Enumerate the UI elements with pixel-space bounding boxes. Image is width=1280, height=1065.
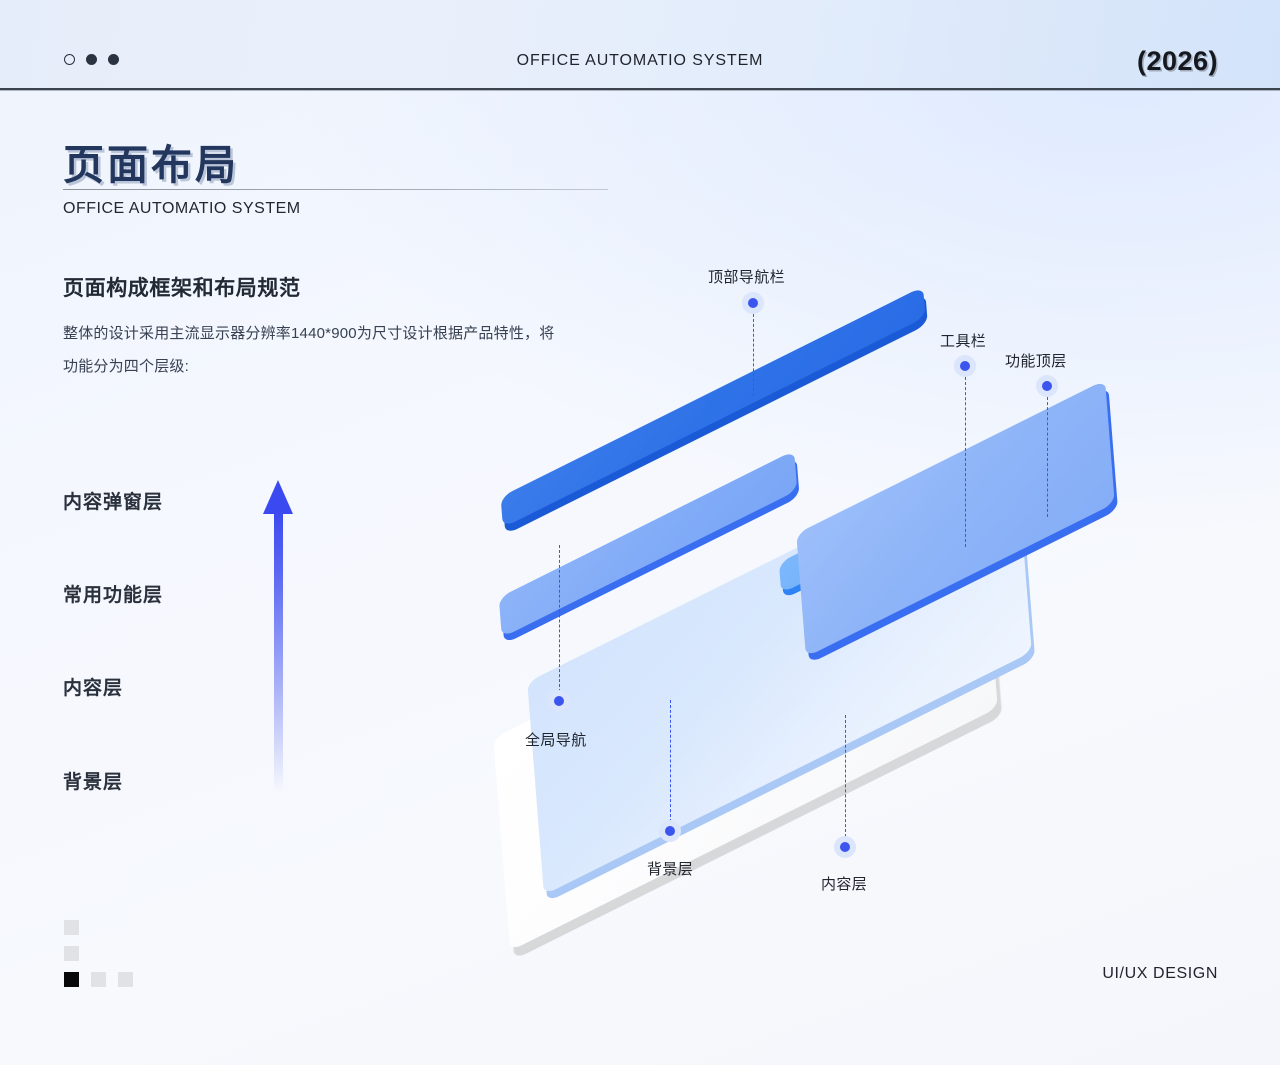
callout-dot-icon bbox=[742, 292, 764, 314]
layer-label-popup: 内容弹窗层 bbox=[63, 492, 164, 513]
window-dots bbox=[64, 54, 119, 65]
dot-solid-icon-1 bbox=[86, 54, 97, 65]
footer-credit: UI/UX DESIGN bbox=[1102, 965, 1218, 982]
callout-label: 工具栏 bbox=[940, 333, 987, 350]
header-divider bbox=[0, 88, 1280, 91]
header-year: (2026) bbox=[1136, 46, 1218, 76]
callout-label: 背景层 bbox=[647, 861, 694, 878]
callout-line bbox=[845, 715, 846, 837]
layer-label-common-function: 常用功能层 bbox=[63, 585, 164, 606]
callout-dot-icon bbox=[548, 690, 570, 712]
callout-label: 内容层 bbox=[821, 876, 868, 893]
up-arrow-head-icon bbox=[263, 480, 293, 514]
callout-dot-icon bbox=[659, 820, 681, 842]
title-divider bbox=[63, 189, 608, 190]
page-subtitle: OFFICE AUTOMATIO SYSTEM bbox=[63, 200, 301, 217]
dot-solid-icon-2 bbox=[108, 54, 119, 65]
section-body-text: 整体的设计采用主流显示器分辨率1440*900为尺寸设计根据产品特性，将功能分为… bbox=[63, 325, 555, 375]
callout-line bbox=[965, 377, 966, 547]
decorative-square-2 bbox=[64, 946, 79, 961]
callout-line bbox=[670, 700, 671, 822]
page-header: OFFICE AUTOMATIO SYSTEM (2026) bbox=[0, 0, 1280, 90]
section-heading: 页面构成框架和布局规范 bbox=[63, 277, 301, 300]
page-title: 页面布局 bbox=[63, 141, 239, 189]
callout-dot-icon bbox=[954, 355, 976, 377]
layer-label-content: 内容层 bbox=[63, 678, 124, 699]
callout-label: 功能顶层 bbox=[1005, 353, 1067, 370]
decorative-square-1 bbox=[64, 920, 79, 935]
callout-label: 全局导航 bbox=[525, 732, 587, 749]
callout-label: 顶部导航栏 bbox=[708, 269, 786, 286]
callout-dot-icon bbox=[1036, 375, 1058, 397]
callout-line bbox=[559, 545, 560, 692]
decorative-square-3 bbox=[64, 972, 79, 987]
up-arrow-shaft-icon bbox=[274, 510, 283, 792]
header-title: OFFICE AUTOMATIO SYSTEM bbox=[516, 52, 764, 69]
callout-dot-icon bbox=[834, 836, 856, 858]
dot-hollow-icon bbox=[64, 54, 75, 65]
decorative-square-5 bbox=[118, 972, 133, 987]
callout-line bbox=[1047, 397, 1048, 517]
isometric-layer-diagram bbox=[455, 230, 1255, 960]
layer-label-background: 背景层 bbox=[63, 772, 124, 793]
decorative-square-4 bbox=[91, 972, 106, 987]
callout-line bbox=[753, 314, 754, 396]
